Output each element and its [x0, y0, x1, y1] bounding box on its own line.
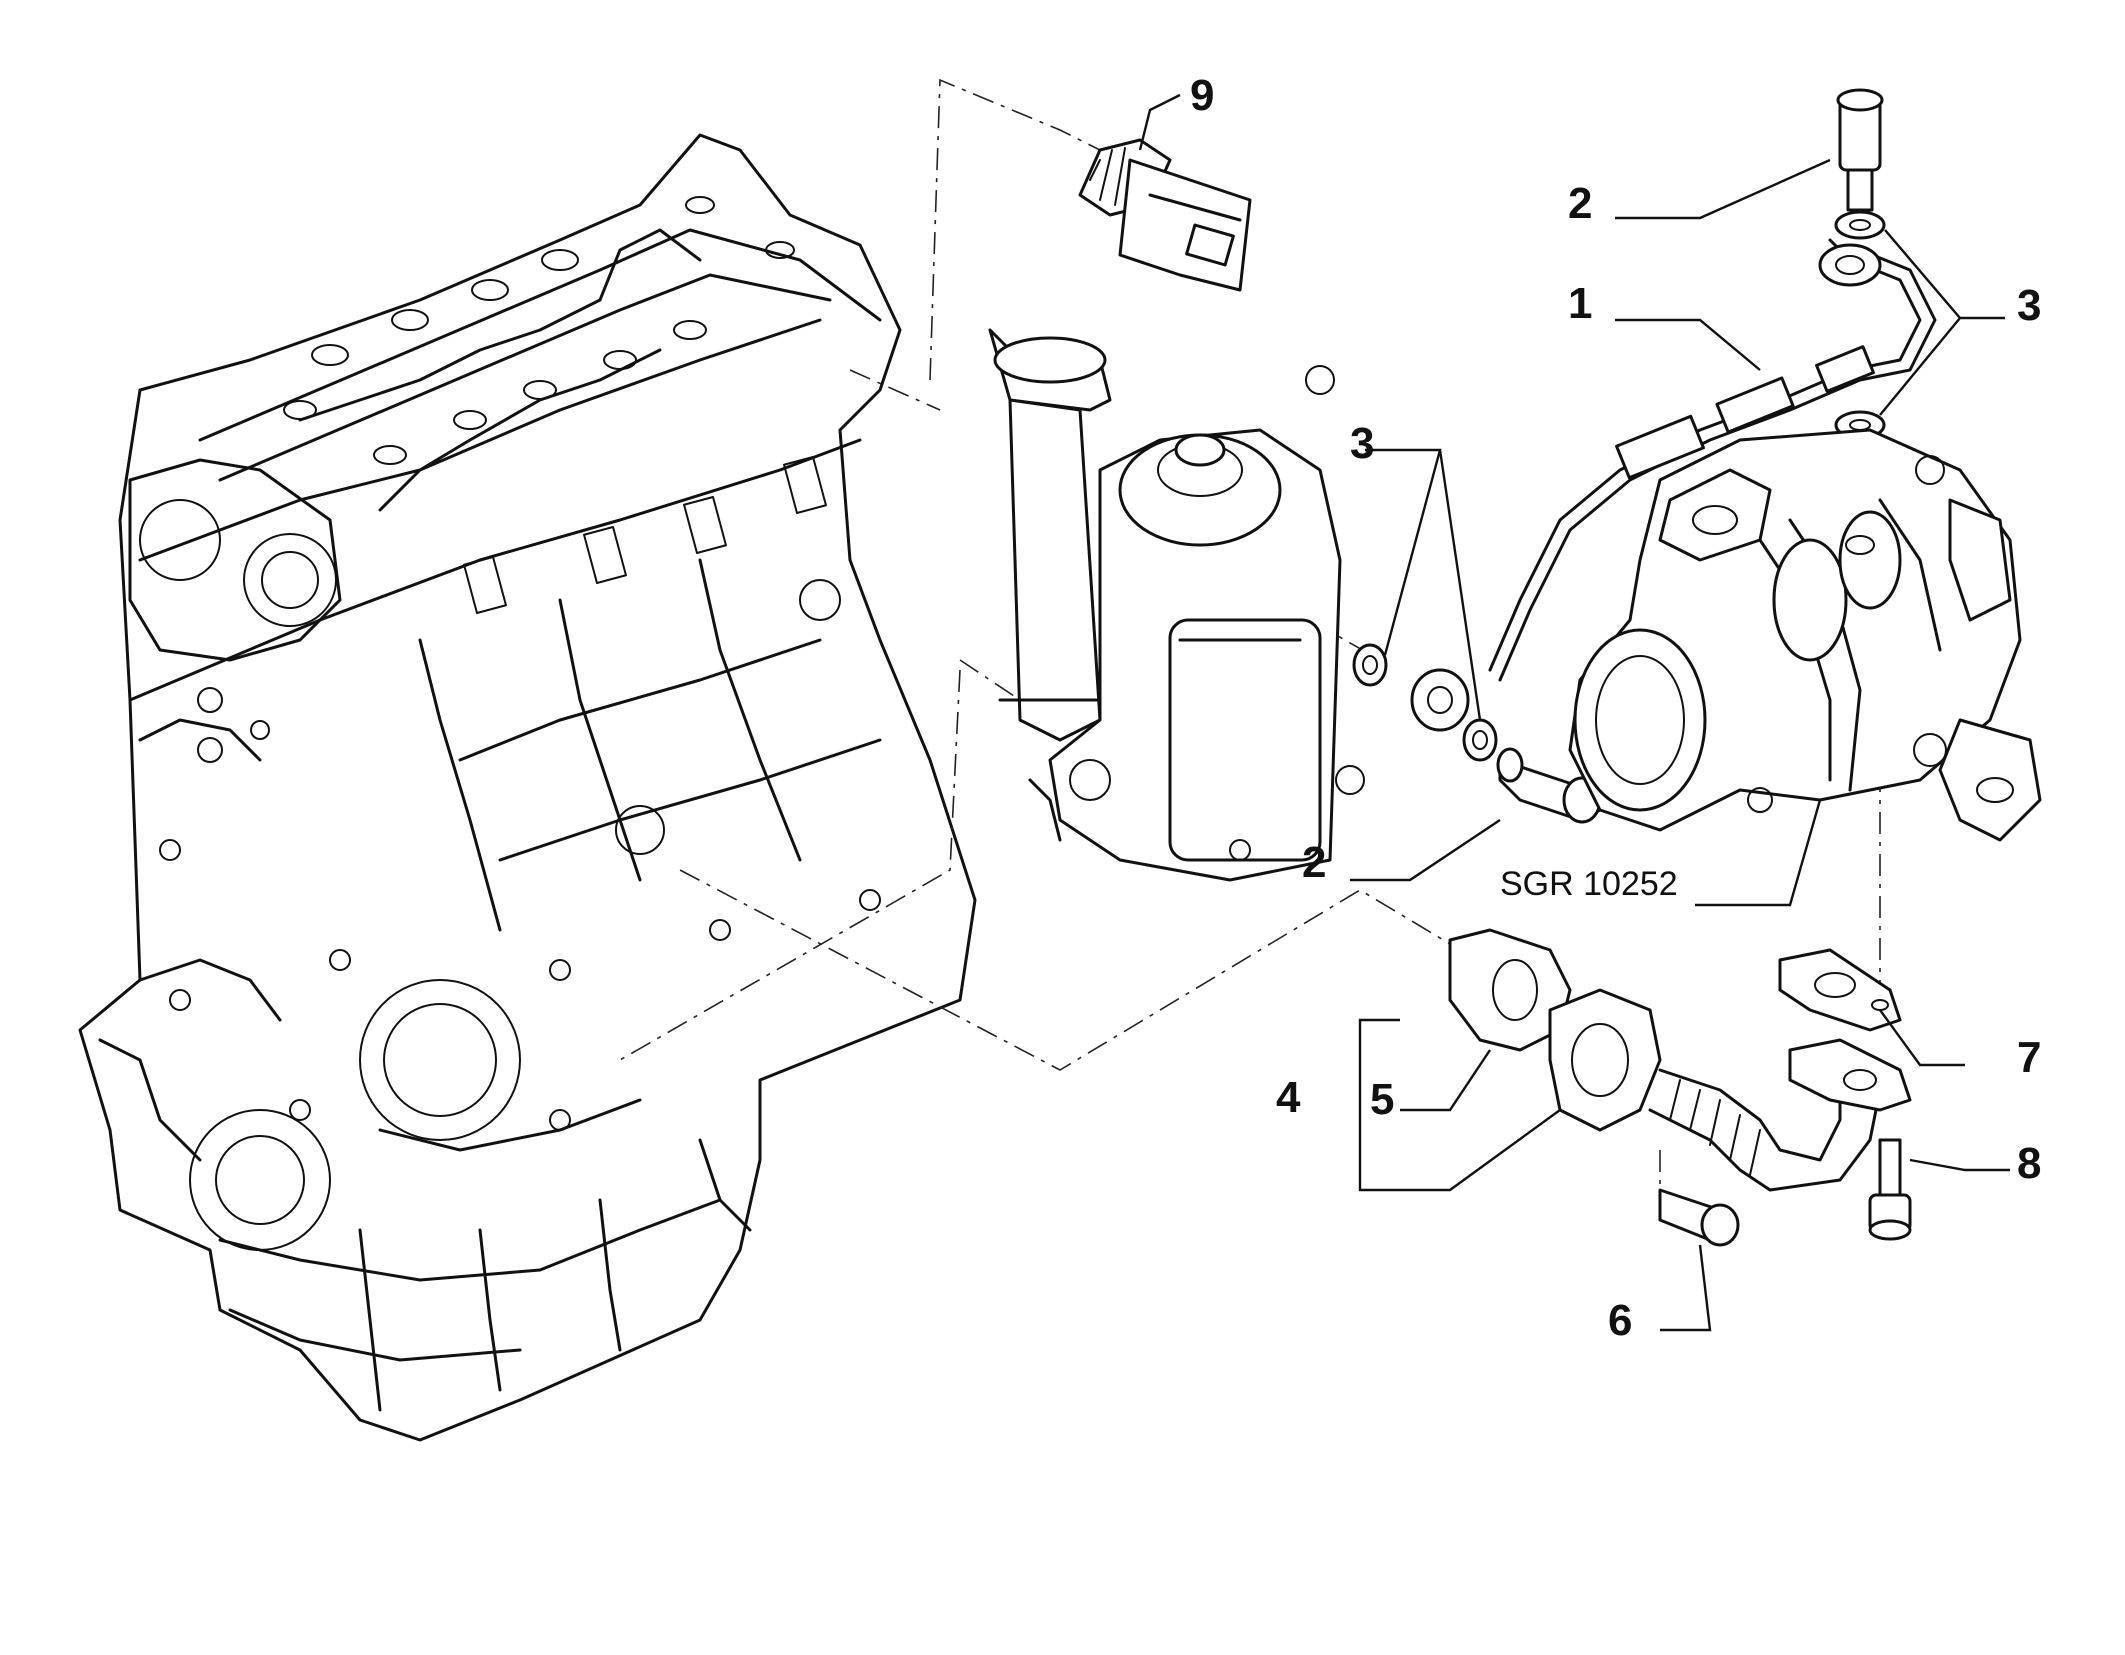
part-8-bolt — [1868, 1138, 1912, 1241]
part-7-gasket — [1778, 948, 1902, 1032]
reference-code: SGR 10252 — [1500, 865, 1678, 903]
oil-filter-housing — [988, 328, 1365, 882]
callout-5: 5 — [1370, 1075, 1394, 1124]
part-4-return-pipe — [1548, 988, 1912, 1192]
callout-9: 9 — [1190, 71, 1214, 120]
banjo-fitting — [1410, 668, 1470, 732]
callout-1: 1 — [1568, 279, 1592, 328]
callout-6: 6 — [1608, 1296, 1632, 1345]
callout-2-top: 2 — [1568, 179, 1592, 228]
part-3-washer-top — [1834, 210, 1886, 240]
callout-4: 4 — [1276, 1073, 1301, 1122]
part-1-oil-pipe — [1488, 238, 1937, 682]
part-6-bolt — [1658, 1188, 1740, 1247]
callout-2-mid: 2 — [1302, 838, 1326, 887]
callout-3-right: 3 — [2017, 281, 2041, 330]
callout-7: 7 — [2017, 1033, 2041, 1082]
callout-3-mid: 3 — [1350, 419, 1374, 468]
engine-block — [78, 133, 977, 1442]
callout-labels: 9 2 1 3 3 2 SGR 10252 4 5 7 8 6 — [1190, 71, 2041, 1345]
callout-8: 8 — [2017, 1139, 2041, 1188]
part-9-sensor — [1078, 138, 1252, 292]
turbocharger — [1568, 428, 2042, 842]
leader-lines — [1138, 93, 2010, 1332]
part-2-bolt-top — [1836, 88, 1884, 212]
